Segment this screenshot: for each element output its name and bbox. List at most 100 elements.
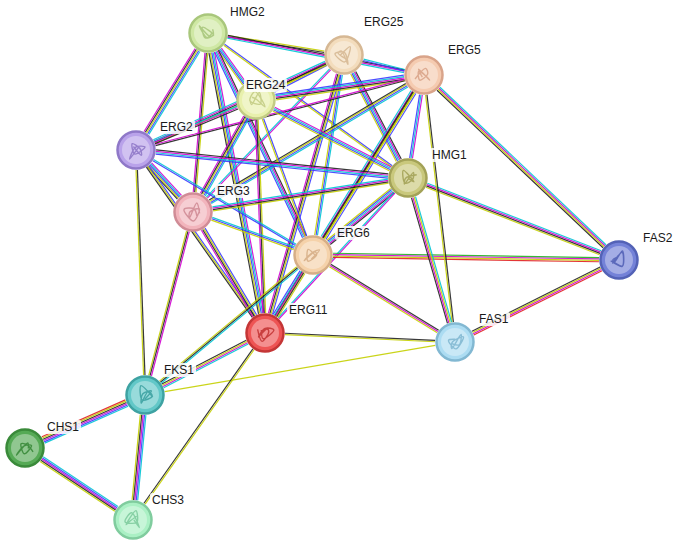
evidence-line bbox=[411, 198, 447, 324]
evidence-line bbox=[136, 170, 144, 375]
evidence-line bbox=[416, 197, 452, 323]
evidence-line bbox=[144, 349, 253, 503]
evidence-line bbox=[414, 197, 450, 323]
node-circle bbox=[116, 130, 156, 170]
evidence-line bbox=[273, 111, 389, 171]
evidence-line bbox=[285, 335, 435, 342]
evidence-line bbox=[213, 183, 388, 211]
protein-node: ERG25 bbox=[324, 35, 364, 75]
evidence-line bbox=[426, 186, 600, 254]
evidence-line bbox=[329, 191, 393, 243]
interaction-edge bbox=[159, 267, 298, 384]
evidence-line bbox=[274, 109, 390, 169]
evidence-line bbox=[472, 267, 600, 331]
protein-node: ERG5 bbox=[404, 55, 444, 95]
node-circle bbox=[599, 240, 639, 280]
node-circle bbox=[173, 192, 213, 232]
interaction-edge bbox=[144, 49, 200, 135]
evidence-line bbox=[151, 232, 189, 376]
protein-label: FAS1 bbox=[477, 312, 510, 326]
interaction-edge bbox=[146, 166, 254, 318]
evidence-line bbox=[273, 110, 389, 170]
interaction-edge bbox=[472, 267, 602, 335]
evidence-line bbox=[159, 267, 296, 381]
evidence-line bbox=[42, 401, 125, 438]
evidence-line bbox=[412, 95, 422, 158]
protein-node: CHS3 bbox=[113, 500, 153, 540]
interaction-edge bbox=[162, 340, 248, 387]
evidence-line bbox=[156, 150, 388, 174]
evidence-line bbox=[156, 153, 388, 177]
protein-node: FAS2 bbox=[599, 240, 639, 280]
evidence-line bbox=[149, 166, 179, 199]
evidence-line bbox=[43, 402, 126, 439]
evidence-line bbox=[440, 87, 606, 244]
evidence-line bbox=[329, 267, 437, 333]
protein-node: ERG3 bbox=[173, 192, 213, 232]
evidence-line bbox=[137, 170, 145, 375]
protein-node: FAS1 bbox=[435, 322, 475, 362]
evidence-line bbox=[276, 92, 414, 316]
evidence-line bbox=[154, 106, 237, 141]
evidence-line bbox=[255, 120, 262, 313]
protein-label: ERG5 bbox=[446, 43, 483, 57]
interaction-edge bbox=[154, 106, 238, 143]
evidence-line bbox=[329, 192, 393, 244]
evidence-line bbox=[156, 151, 388, 175]
protein-label: ERG24 bbox=[244, 78, 287, 92]
evidence-line bbox=[41, 460, 116, 510]
evidence-line bbox=[42, 459, 117, 509]
protein-label: ERG6 bbox=[335, 226, 372, 240]
evidence-line bbox=[148, 166, 254, 316]
evidence-line bbox=[276, 78, 404, 97]
protein-node: ERG6 bbox=[293, 235, 333, 275]
protein-label: HMG1 bbox=[430, 148, 469, 162]
evidence-line bbox=[161, 269, 298, 383]
protein-node: ERG2 bbox=[116, 130, 156, 170]
evidence-line bbox=[162, 340, 246, 384]
evidence-line bbox=[330, 265, 438, 331]
protein-label: FKS1 bbox=[162, 363, 196, 377]
protein-label: ERG25 bbox=[362, 15, 405, 29]
evidence-line bbox=[201, 230, 253, 317]
evidence-line bbox=[363, 61, 404, 71]
evidence-line bbox=[264, 119, 307, 236]
node-circle bbox=[125, 375, 165, 415]
evidence-line bbox=[285, 333, 435, 340]
interaction-edge bbox=[156, 150, 389, 178]
evidence-line bbox=[203, 230, 255, 317]
evidence-line bbox=[426, 187, 600, 255]
interaction-edge bbox=[437, 87, 606, 248]
interaction-edge bbox=[285, 333, 435, 342]
evidence-line bbox=[275, 92, 413, 316]
evidence-line bbox=[262, 119, 305, 236]
node-circle bbox=[5, 428, 45, 468]
evidence-line bbox=[330, 193, 394, 245]
protein-label: CHS1 bbox=[45, 420, 81, 434]
interaction-edge bbox=[426, 95, 454, 322]
interaction-edge bbox=[136, 170, 145, 375]
protein-node: HMG2 bbox=[188, 13, 228, 53]
evidence-line bbox=[212, 179, 387, 207]
protein-label: CHS3 bbox=[150, 493, 186, 507]
evidence-line bbox=[40, 461, 115, 511]
evidence-line bbox=[333, 253, 599, 257]
interaction-edge bbox=[411, 197, 451, 324]
evidence-line bbox=[473, 268, 601, 332]
evidence-line bbox=[42, 458, 117, 508]
node-circle bbox=[324, 35, 364, 75]
evidence-line bbox=[364, 59, 405, 69]
evidence-line bbox=[212, 217, 294, 247]
interaction-edge bbox=[329, 264, 438, 332]
evidence-line bbox=[154, 108, 237, 143]
evidence-line bbox=[149, 231, 187, 375]
interaction-edge bbox=[132, 415, 146, 501]
evidence-line bbox=[213, 180, 388, 208]
interaction-edge bbox=[144, 349, 254, 504]
interaction-edge bbox=[201, 228, 256, 317]
evidence-line bbox=[411, 95, 421, 158]
evidence-line bbox=[328, 190, 392, 242]
interaction-edge bbox=[211, 217, 294, 249]
